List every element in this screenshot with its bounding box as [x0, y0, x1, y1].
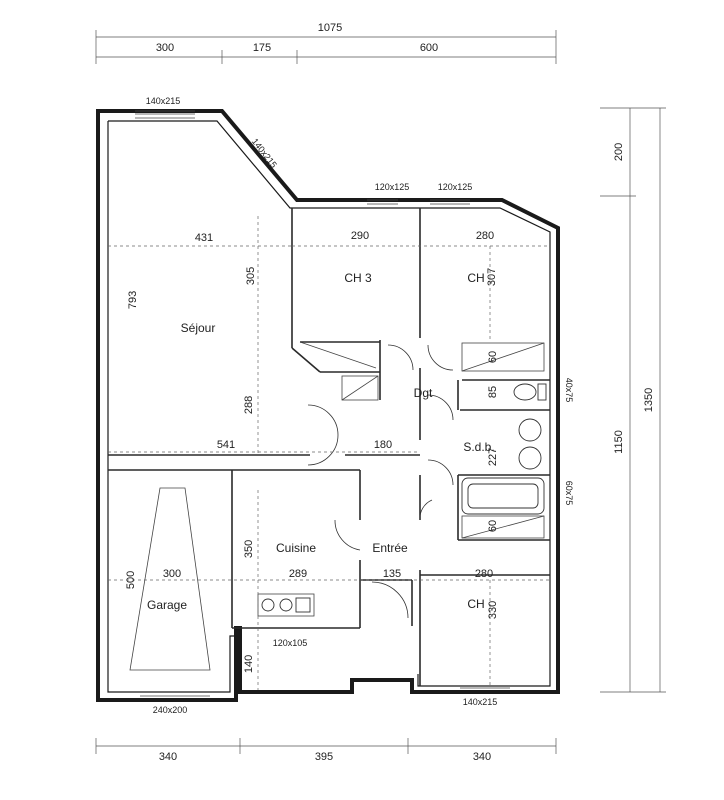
dim-227: 227 [487, 448, 499, 466]
dim-top-1: 300 [156, 42, 174, 54]
dim-280-top: 280 [476, 230, 494, 242]
stove-burner-icon [261, 598, 275, 612]
dim-top-3: 600 [420, 42, 438, 54]
room-label-dgt: Dgt [414, 386, 433, 400]
toilet-icon [513, 383, 537, 401]
exterior-walls [96, 109, 560, 702]
right-dimension-chain: 200 1150 1350 [600, 107, 666, 693]
dim-bottom-3: 340 [473, 751, 491, 763]
top-dimension-chain: 1075 300 175 600 [95, 22, 557, 64]
dim-288: 288 [243, 396, 255, 414]
dim-bottom-2: 395 [315, 751, 333, 763]
room-label-ch-top: CH [467, 271, 484, 285]
dim-431: 431 [195, 232, 213, 244]
dim-330: 330 [487, 601, 499, 619]
room-label-ch3: CH 3 [344, 271, 372, 285]
dim-350: 350 [243, 540, 255, 558]
kitchen-sink-icon [295, 597, 311, 613]
bottom-dimension-chain: 340 395 340 [95, 738, 557, 763]
window-label-ch-bottom: 140x215 [463, 697, 498, 707]
dim-60-bottom: 60 [487, 520, 499, 532]
dim-541: 541 [217, 439, 235, 451]
dim-307: 307 [486, 268, 498, 286]
dim-top-2: 175 [253, 42, 271, 54]
window-label-ch3: 120x125 [375, 182, 410, 192]
door-swings [307, 344, 454, 619]
window-label-cuisine: 120x105 [273, 638, 308, 648]
room-label-garage: Garage [147, 598, 187, 612]
dim-280-bottom: 280 [475, 568, 493, 580]
window-label-garage: 240x200 [153, 705, 188, 715]
window-label-ch-top: 120x125 [438, 182, 473, 192]
stove-burner-icon [279, 598, 293, 612]
dim-300: 300 [163, 568, 181, 580]
room-label-entree: Entrée [372, 541, 408, 555]
dim-right-1150: 1150 [613, 430, 625, 454]
sink-icon [518, 418, 542, 442]
dim-right-200: 200 [613, 143, 625, 161]
sink-icon [518, 446, 542, 470]
dim-85: 85 [487, 386, 499, 398]
dim-793: 793 [127, 291, 139, 309]
window-label-sdb: 60x75 [564, 481, 574, 506]
fixtures [261, 383, 547, 613]
dim-290: 290 [351, 230, 369, 242]
dim-bottom-1: 340 [159, 751, 177, 763]
room-label-sdb: S.d.b. [463, 440, 494, 454]
garage-car-outline [129, 487, 211, 671]
room-label-cuisine: Cuisine [276, 541, 316, 555]
dim-total-width: 1075 [318, 22, 342, 34]
dim-500: 500 [125, 571, 137, 589]
room-label-ch-bottom: CH [467, 597, 484, 611]
dim-140: 140 [243, 655, 255, 673]
dim-135: 135 [383, 568, 401, 580]
interior-partitions [108, 208, 550, 686]
window-label-wc: 40x75 [564, 378, 574, 403]
window-label-sejour-top: 140x215 [146, 96, 181, 106]
dim-289: 289 [289, 568, 307, 580]
dim-right-1350: 1350 [643, 388, 655, 412]
room-label-sejour: Séjour [181, 321, 216, 335]
dim-180: 180 [374, 439, 392, 451]
dim-305: 305 [245, 267, 257, 285]
dim-60-top: 60 [487, 351, 499, 363]
room-labels: Séjour CH 3 CH Dgt S.d.b. Cuisine Entrée… [147, 271, 495, 612]
reference-lines [108, 216, 550, 690]
interior-dimensions: 431 793 305 288 541 290 280 307 60 85 18… [125, 230, 499, 673]
